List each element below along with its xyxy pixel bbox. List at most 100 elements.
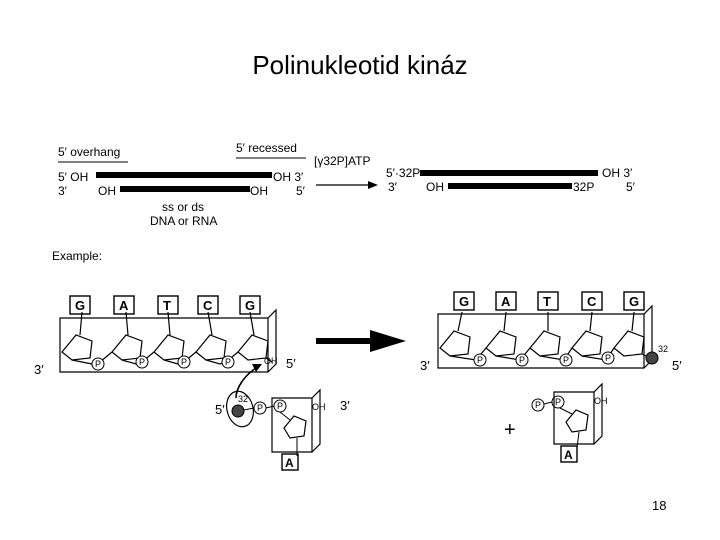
- overhang-label: 5′ overhang: [58, 145, 120, 159]
- ribose-ring-3: [153, 334, 185, 361]
- base-box-5: [239, 295, 261, 315]
- strand-type-line2: DNA or RNA: [150, 214, 217, 228]
- labeled-phosphate: [231, 404, 245, 418]
- ribose-ring-5: [237, 334, 269, 361]
- product-phosphate-label-1: P: [477, 355, 483, 365]
- slide-number: 18: [652, 498, 667, 513]
- product-base-box-2: [495, 291, 517, 311]
- product-bottom-oh: OH: [426, 180, 444, 194]
- product-base-box-4: [581, 291, 603, 311]
- adp-phosphate-alpha-label: P: [555, 397, 561, 407]
- ribose-ring-1: [61, 334, 93, 361]
- product-phosphates: P P P P 32: [473, 344, 668, 367]
- labeled-phosphate-highlight: [226, 390, 254, 428]
- base-box-4: [197, 295, 219, 315]
- substrate-bottom-oh: OH: [98, 184, 116, 198]
- substrate-3-prime: 3′: [34, 362, 44, 377]
- glycosidic-bond-3: [167, 311, 171, 336]
- product-glycosidic-2: [503, 311, 507, 332]
- atp-phosphate-beta-label: P: [257, 403, 263, 413]
- base-box-2: [113, 295, 135, 315]
- product-base-4: C: [587, 294, 597, 309]
- adp-adenine-box: [560, 445, 578, 463]
- recessed-label: 5′ recessed: [236, 141, 297, 155]
- base-3: T: [163, 298, 171, 313]
- phosphate-label-4: P: [225, 357, 231, 367]
- base-2: A: [119, 298, 129, 313]
- oh-bond: [265, 357, 273, 363]
- product-ribose-1: [439, 330, 471, 357]
- reaction-arrow-head: [368, 181, 378, 189]
- product-ribose-2: [485, 330, 517, 357]
- phosphate-3: [177, 355, 191, 369]
- atp-box: [271, 388, 321, 453]
- phosphate-2: [135, 355, 149, 369]
- product-base-5: G: [629, 294, 639, 309]
- product-bottom-strand: [448, 183, 572, 189]
- adp-molecule: + P P OH A: [504, 382, 608, 463]
- atp-phosphate-alpha-label: P: [277, 401, 283, 411]
- plus-sign: +: [504, 419, 516, 441]
- substrate-5-end: 5′: [296, 184, 306, 198]
- product-base-2: A: [501, 294, 511, 309]
- phosphate-1: [91, 357, 105, 371]
- atp-bond-2: [265, 405, 275, 409]
- atp-molecule: 32 5′ P P OH 3′ A: [215, 364, 350, 471]
- product-5-end: 5′: [626, 180, 636, 194]
- atp-5-carbon-bond: [279, 411, 291, 421]
- adp-ribose: [565, 409, 589, 433]
- phosphate-label-2: P: [139, 357, 145, 367]
- product-base-box-5: [623, 291, 645, 311]
- substrate-phosphates: P P P P: [91, 355, 235, 371]
- strand-type-line1: ss or ds: [162, 200, 204, 214]
- product-base-box-1: [453, 291, 475, 311]
- adp-adenine: A: [564, 448, 573, 462]
- ribose-ring-2: [111, 334, 143, 361]
- ribose-ring-4: [195, 334, 227, 361]
- reagent-label: [γ32P]ATP: [314, 154, 370, 168]
- transfer-arrow-head: [252, 364, 262, 372]
- product-ribose-3: [529, 330, 561, 357]
- adp-5-carbon-bond: [559, 407, 573, 415]
- product-ribose-4: [571, 330, 603, 357]
- atp-oh: OH: [312, 402, 326, 412]
- atp-3-prime: 3′: [340, 398, 350, 413]
- product-phosphate-2: [515, 353, 529, 367]
- product-glycosidic-4: [589, 311, 593, 332]
- glycosidic-bond-5: [249, 311, 255, 336]
- isotope-label: 32: [238, 394, 248, 404]
- adp-phosphate-beta: [531, 398, 545, 412]
- phosphate-label-3: P: [181, 357, 187, 367]
- product-base-3: T: [543, 294, 551, 309]
- product-base-box-3: [537, 291, 559, 311]
- substrate-bottom-strand: [120, 186, 250, 192]
- slide-title: Polinukleotid kináz: [252, 50, 468, 80]
- product-top-strand: [420, 170, 598, 176]
- product-strand: [437, 304, 653, 369]
- substrate-5-oh: 5′ OH: [58, 170, 88, 184]
- product-bottom-32p: 32P: [573, 180, 594, 194]
- atp-ribose: [283, 415, 307, 439]
- product-phosphate-label-4: P: [605, 353, 611, 363]
- substrate-top-strand: [96, 172, 272, 178]
- atp-adenine: A: [285, 456, 294, 470]
- adp-phosphate-beta-label: P: [535, 400, 541, 410]
- reaction-scheme: 5′ overhang 5′ recessed 5′ OH OH 3′ 3′ O…: [58, 141, 636, 228]
- glycosidic-bond-2: [125, 311, 129, 336]
- example-label: Example:: [52, 249, 102, 263]
- product-phosphate-4: [601, 351, 615, 365]
- product-3-prime: 3′: [420, 358, 430, 373]
- product-glycosidic-5: [631, 311, 635, 332]
- product-glycosidic-1: [457, 311, 463, 332]
- glycosidic-bond-4: [207, 311, 213, 336]
- base-1: G: [75, 298, 85, 313]
- product-5-32p: 5′·32P: [386, 166, 420, 180]
- atp-bond-1: [243, 407, 255, 411]
- glycosidic-bond-1: [79, 311, 83, 336]
- product-phosphate-1: [473, 353, 487, 367]
- product-5-prime: 5′: [672, 358, 682, 373]
- product-ribose-5: [613, 330, 645, 357]
- product-phosphate-label-3: P: [563, 355, 569, 365]
- product-phosphate-label-2: P: [519, 355, 525, 365]
